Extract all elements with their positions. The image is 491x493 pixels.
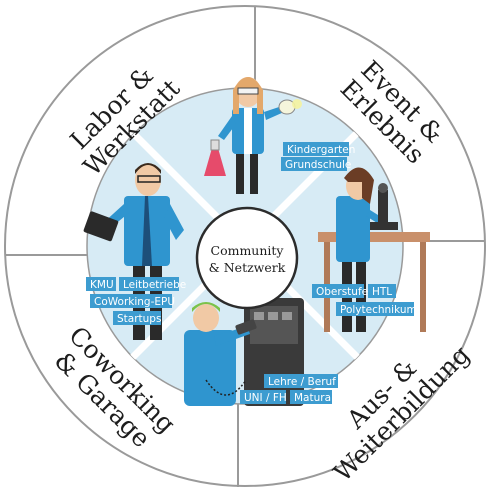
tag-label: Oberstufe (316, 286, 368, 298)
scientist-girl-icon (204, 77, 302, 194)
tag-coworking-epu: CoWorking-EPU (90, 294, 175, 308)
center-circle (195, 206, 299, 310)
tag-label: Matura (294, 392, 331, 404)
tag-label: KMU (90, 279, 114, 291)
center-title-line2: & Netzwerk (209, 260, 286, 275)
tag-grundschule: Grundschule (281, 157, 351, 171)
tag-label: Polytechnikum (340, 304, 417, 316)
tag-leitbetriebe: Leitbetriebe (119, 277, 186, 291)
tag-kindergarten: Kindergarten (283, 142, 355, 156)
tag-matura: Matura (290, 390, 332, 404)
tag-startups: Startups (113, 311, 161, 325)
center-title-line1: Community (211, 243, 285, 258)
tag-label: UNI / FH (244, 392, 287, 404)
tag-label: Startups (117, 313, 161, 325)
tag-htl: HTL (368, 284, 396, 298)
tag-lehre-beruf: Lehre / Beruf (264, 374, 338, 388)
technician-icon (184, 298, 304, 406)
businessman-icon (83, 163, 184, 340)
tag-uni-fh: UNI / FH (240, 390, 287, 404)
tag-label: Kindergarten (287, 144, 355, 156)
tag-label: Leitbetriebe (123, 279, 186, 291)
tag-label: Lehre / Beruf (268, 376, 336, 388)
tag-label: Grundschule (285, 159, 351, 171)
tag-oberstufe: Oberstufe (312, 284, 368, 298)
tag-polytechnikum: Polytechnikum (336, 302, 417, 316)
tag-label: HTL (372, 286, 392, 298)
tag-label: CoWorking-EPU (94, 296, 175, 308)
tag-kmu: KMU (86, 277, 116, 291)
